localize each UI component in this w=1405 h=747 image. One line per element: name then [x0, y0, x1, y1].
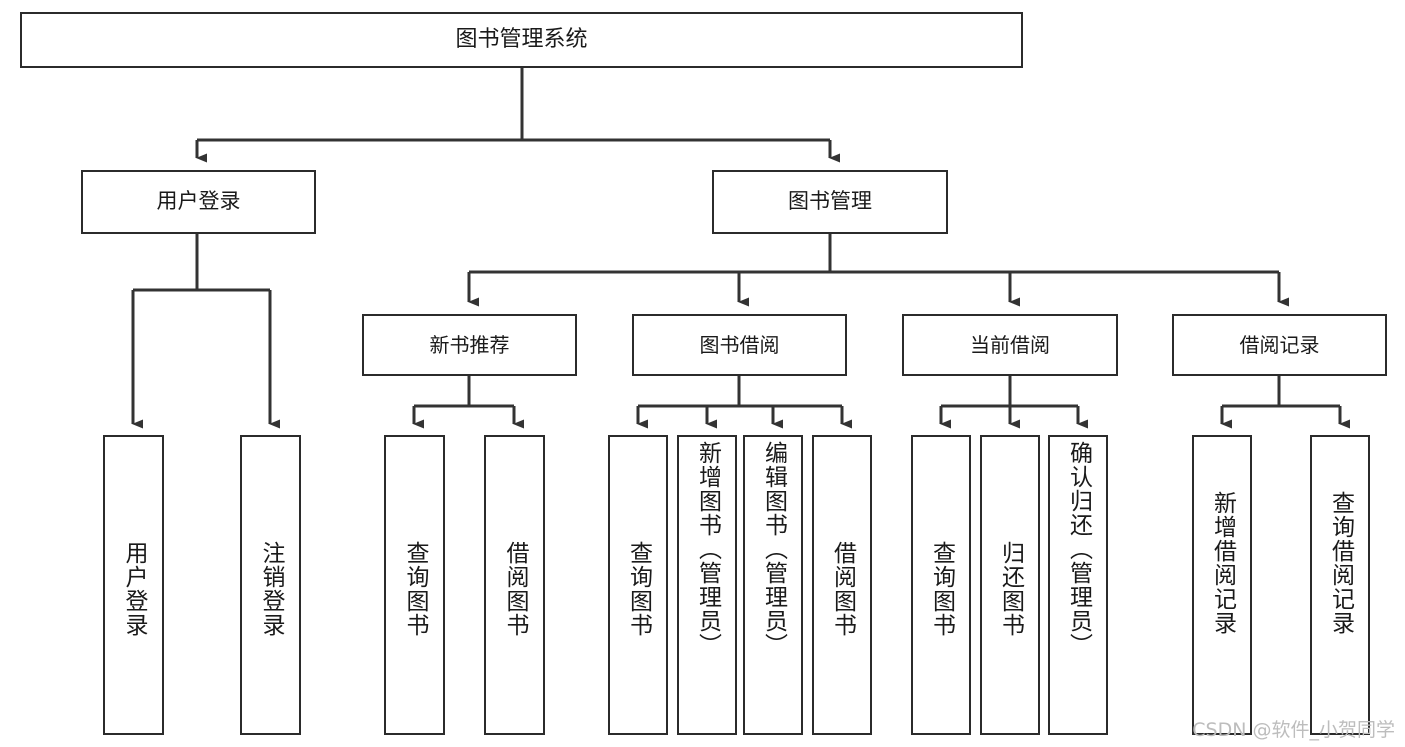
node-leaf-query-book-1[interactable]: 查询图书	[384, 435, 445, 735]
node-leaf-query-record[interactable]: 查询借阅记录	[1310, 435, 1370, 735]
node-new-book-rec[interactable]: 新书推荐	[362, 314, 577, 376]
node-root-label: 图书管理系统	[455, 26, 588, 52]
node-leaf-logout[interactable]: 注销登录	[240, 435, 301, 735]
node-current-borrow[interactable]: 当前借阅	[902, 314, 1118, 376]
node-leaf-query-book-3[interactable]: 查询图书	[911, 435, 971, 735]
node-leaf-query-book-1-label: 查询图书	[402, 541, 428, 637]
node-leaf-user-login-label: 用户登录	[121, 541, 147, 637]
node-leaf-query-book-2[interactable]: 查询图书	[608, 435, 668, 735]
node-user-login[interactable]: 用户登录	[81, 170, 316, 234]
node-leaf-logout-label: 注销登录	[258, 541, 284, 637]
node-leaf-confirm-return[interactable]: 确认归还（管理员）	[1048, 435, 1108, 735]
node-leaf-confirm-return-label: 确认归还（管理员）	[1065, 441, 1092, 657]
node-user-login-label: 用户登录	[156, 189, 241, 214]
node-current-borrow-label: 当前借阅	[970, 332, 1050, 357]
node-leaf-return-book-label: 归还图书	[997, 541, 1024, 637]
node-book-borrow-label: 图书借阅	[699, 332, 780, 357]
node-leaf-add-book[interactable]: 新增图书（管理员）	[677, 435, 737, 735]
node-leaf-borrow-book-1-label: 借阅图书	[502, 541, 528, 637]
node-leaf-add-book-label: 新增图书（管理员）	[694, 441, 721, 657]
node-book-borrow[interactable]: 图书借阅	[632, 314, 847, 376]
node-leaf-borrow-book-2[interactable]: 借阅图书	[812, 435, 872, 735]
node-book-manage-label: 图书管理	[788, 189, 872, 214]
node-leaf-query-book-2-label: 查询图书	[625, 541, 652, 637]
node-leaf-query-record-label: 查询借阅记录	[1327, 491, 1354, 635]
node-leaf-borrow-book-1[interactable]: 借阅图书	[484, 435, 545, 735]
node-book-manage[interactable]: 图书管理	[712, 170, 948, 234]
node-leaf-add-record-label: 新增借阅记录	[1209, 491, 1236, 635]
node-leaf-return-book[interactable]: 归还图书	[980, 435, 1040, 735]
node-leaf-edit-book-label: 编辑图书（管理员）	[760, 441, 787, 657]
node-leaf-user-login[interactable]: 用户登录	[103, 435, 164, 735]
node-new-book-rec-label: 新书推荐	[429, 332, 510, 357]
node-leaf-query-book-3-label: 查询图书	[928, 541, 955, 637]
node-leaf-borrow-book-2-label: 借阅图书	[829, 541, 856, 637]
node-leaf-add-record[interactable]: 新增借阅记录	[1192, 435, 1252, 735]
node-root-system[interactable]: 图书管理系统	[20, 12, 1023, 68]
node-borrow-record-label: 借阅记录	[1239, 332, 1320, 357]
node-borrow-record[interactable]: 借阅记录	[1172, 314, 1387, 376]
node-leaf-edit-book[interactable]: 编辑图书（管理员）	[743, 435, 803, 735]
